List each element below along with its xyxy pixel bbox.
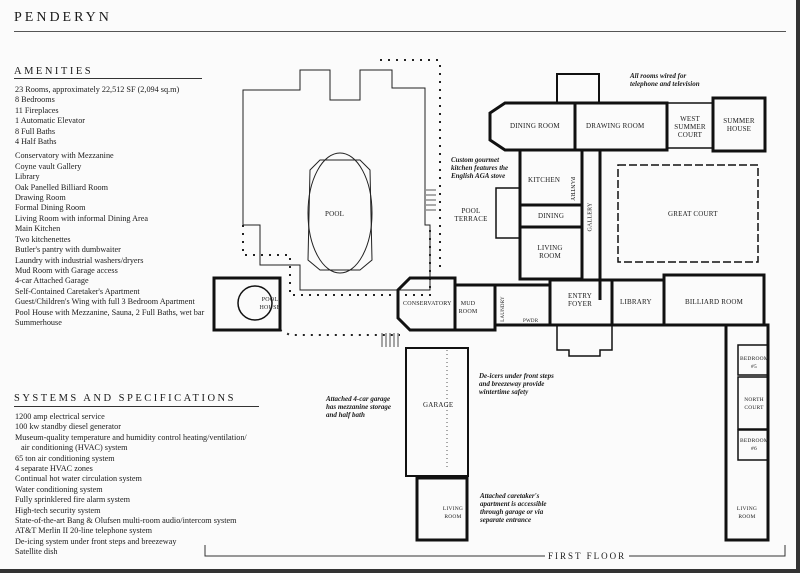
room-label-library: LIBRARY	[620, 298, 652, 306]
amenity-item: 4 Half Baths	[15, 137, 57, 147]
bay-walls	[556, 73, 600, 104]
conservatory-walls	[396, 276, 457, 332]
room-label-conservatory: CONSERVATORY	[403, 301, 452, 307]
pool-deck-outline	[307, 159, 373, 271]
floor-label: FIRST FLOOR	[545, 551, 630, 561]
room-label-entry-foyer: ENTRY FOYER	[568, 292, 592, 308]
title-divider	[14, 31, 786, 32]
room-label-west-summer-court: WEST SUMMER COURT	[674, 115, 706, 139]
room-label-laundry: LAUNDRY	[500, 296, 506, 322]
room-label-pwdr: PWDR	[523, 319, 539, 324]
amenity-item: Laundry with industrial washers/dryers	[15, 255, 144, 265]
front-steps	[556, 324, 613, 357]
amenity-item: Mud Room with Garage access	[15, 265, 118, 275]
amenities-list: 23 Rooms, approximately 22,512 SF (2,094…	[15, 85, 204, 328]
system-item: Fully sprinklered fire alarm system	[15, 495, 131, 505]
garage-walls	[405, 347, 469, 477]
system-item: State-of-the-art Bang & Olufsen multi-ro…	[15, 516, 237, 526]
bedroom6-walls	[737, 429, 769, 461]
system-item: 100 kw standby diesel generator	[15, 422, 121, 432]
room-label-pantry: PANTRY	[569, 176, 576, 202]
note-garage: Attached 4-car garage has mezzanine stor…	[326, 395, 391, 419]
systems-heading: SYSTEMS AND SPECIFICATIONS	[14, 393, 236, 404]
systems-list: 1200 amp electrical service 100 kw stand…	[15, 412, 247, 558]
pool-garden-outline	[242, 69, 431, 291]
amenity-item: Coyne vault Gallery	[15, 161, 82, 171]
room-label-bedroom-6: BEDROOM #6	[740, 438, 769, 452]
amenity-item: Guest/Children's Wing with full 3 Bedroo…	[15, 297, 195, 307]
system-item: air conditioning (HVAC) system	[21, 443, 128, 453]
system-item: Museum-quality temperature and humidity …	[15, 432, 247, 442]
room-label-east-living-room: LIVING ROOM	[736, 506, 758, 520]
room-label-gallery: GALLERY	[587, 202, 594, 232]
room-label-pool: POOL	[325, 210, 345, 218]
amenity-item: Library	[15, 172, 40, 182]
property-title: PENDERYN	[14, 10, 112, 25]
amenities-heading: AMENITIES	[14, 66, 94, 77]
pool-colonnade	[242, 225, 431, 296]
room-label-mud-room: MUD ROOM	[458, 301, 478, 315]
system-item: 4 separate HVAC zones	[15, 464, 93, 474]
caretaker-walls	[415, 476, 469, 542]
room-label-north-court: NORTH COURT	[744, 397, 764, 411]
note-caretaker: Attached caretaker's apartment is access…	[480, 492, 547, 524]
first-floor-rule	[204, 545, 786, 557]
amenity-item: Main Kitchen	[15, 224, 61, 234]
system-item: Water conditioning system	[15, 484, 103, 494]
amenity-item: Oak Panelled Billiard Room	[15, 182, 109, 192]
system-item: Continual hot water circulation system	[15, 474, 142, 484]
systems-divider	[14, 406, 259, 407]
north-court-walls	[737, 376, 769, 430]
amenity-item: 1 Automatic Elevator	[15, 116, 86, 126]
amenity-item: Self-Contained Caretaker's Apartment	[15, 286, 140, 296]
system-item: AT&T Merlin II 20-line telephone system	[15, 526, 152, 536]
amenity-item: 23 Rooms, approximately 22,512 SF (2,094…	[15, 85, 180, 94]
pool-house-walls	[212, 276, 282, 332]
billiard-room-walls	[662, 273, 766, 327]
amenity-item: 4-car Attached Garage	[15, 276, 89, 286]
note-kitchen: Custom gourmet kitchen features the Engl…	[451, 156, 509, 180]
pool-outline	[307, 152, 373, 274]
system-item: 65 ton air conditioning system	[15, 453, 115, 463]
great-court-frame	[617, 164, 759, 263]
amenity-item: 8 Bedrooms	[15, 95, 55, 105]
pool-terrace-planter	[495, 187, 521, 239]
amenity-item: Butler's pantry with dumbwaiter	[15, 245, 121, 255]
room-label-drawing-room: DRAWING ROOM	[586, 122, 645, 130]
room-label-dining: DINING	[538, 212, 565, 220]
amenity-item: Pool House with Mezzanine, Sauna, 2 Full…	[15, 307, 205, 317]
amenity-item: 11 Fireplaces	[15, 105, 59, 115]
room-label-dining-room: DINING ROOM	[510, 122, 560, 130]
amenity-item: Living Room with informal Dining Area	[15, 213, 149, 223]
room-label-pool-terrace: POOL TERRACE	[454, 207, 488, 223]
room-label-bedroom-5: BEDROOM #5	[740, 356, 769, 370]
room-label-great-court: GREAT COURT	[668, 210, 718, 218]
amenity-item: Drawing Room	[15, 193, 66, 203]
amenity-item: Two kitchenettes	[15, 234, 71, 244]
room-label-garage: GARAGE	[423, 401, 454, 409]
amenities-divider	[14, 78, 202, 79]
room-label-kitchen: KITCHEN	[528, 176, 561, 184]
system-item: De-icing system under front steps and br…	[15, 536, 177, 546]
note-wiring: All rooms wired for telephone and televi…	[630, 72, 700, 88]
amenity-item: Summerhouse	[15, 317, 62, 327]
note-deicers: De-icers under front steps and breezeway…	[479, 372, 554, 396]
summer-house-walls	[711, 96, 767, 153]
room-label-living-room: LIVING ROOM	[537, 244, 563, 260]
room-label-billiard-room: BILLIARD ROOM	[685, 298, 744, 306]
amenity-item: 8 Full Baths	[15, 126, 56, 136]
room-label-summer-house: SUMMER HOUSE	[723, 117, 755, 133]
amenity-item: Formal Dining Room	[15, 203, 86, 213]
room-label-pool-house: POOL HOUSE	[259, 297, 281, 311]
room-label-caretaker-living-room: LIVING ROOM	[442, 506, 464, 520]
system-item: Satellite dish	[15, 547, 58, 557]
bedroom5-walls	[737, 344, 769, 376]
system-item: High-tech security system	[15, 505, 101, 515]
system-item: 1200 amp electrical service	[15, 412, 105, 421]
amenity-item: Conservatory with Mezzanine	[15, 151, 114, 161]
